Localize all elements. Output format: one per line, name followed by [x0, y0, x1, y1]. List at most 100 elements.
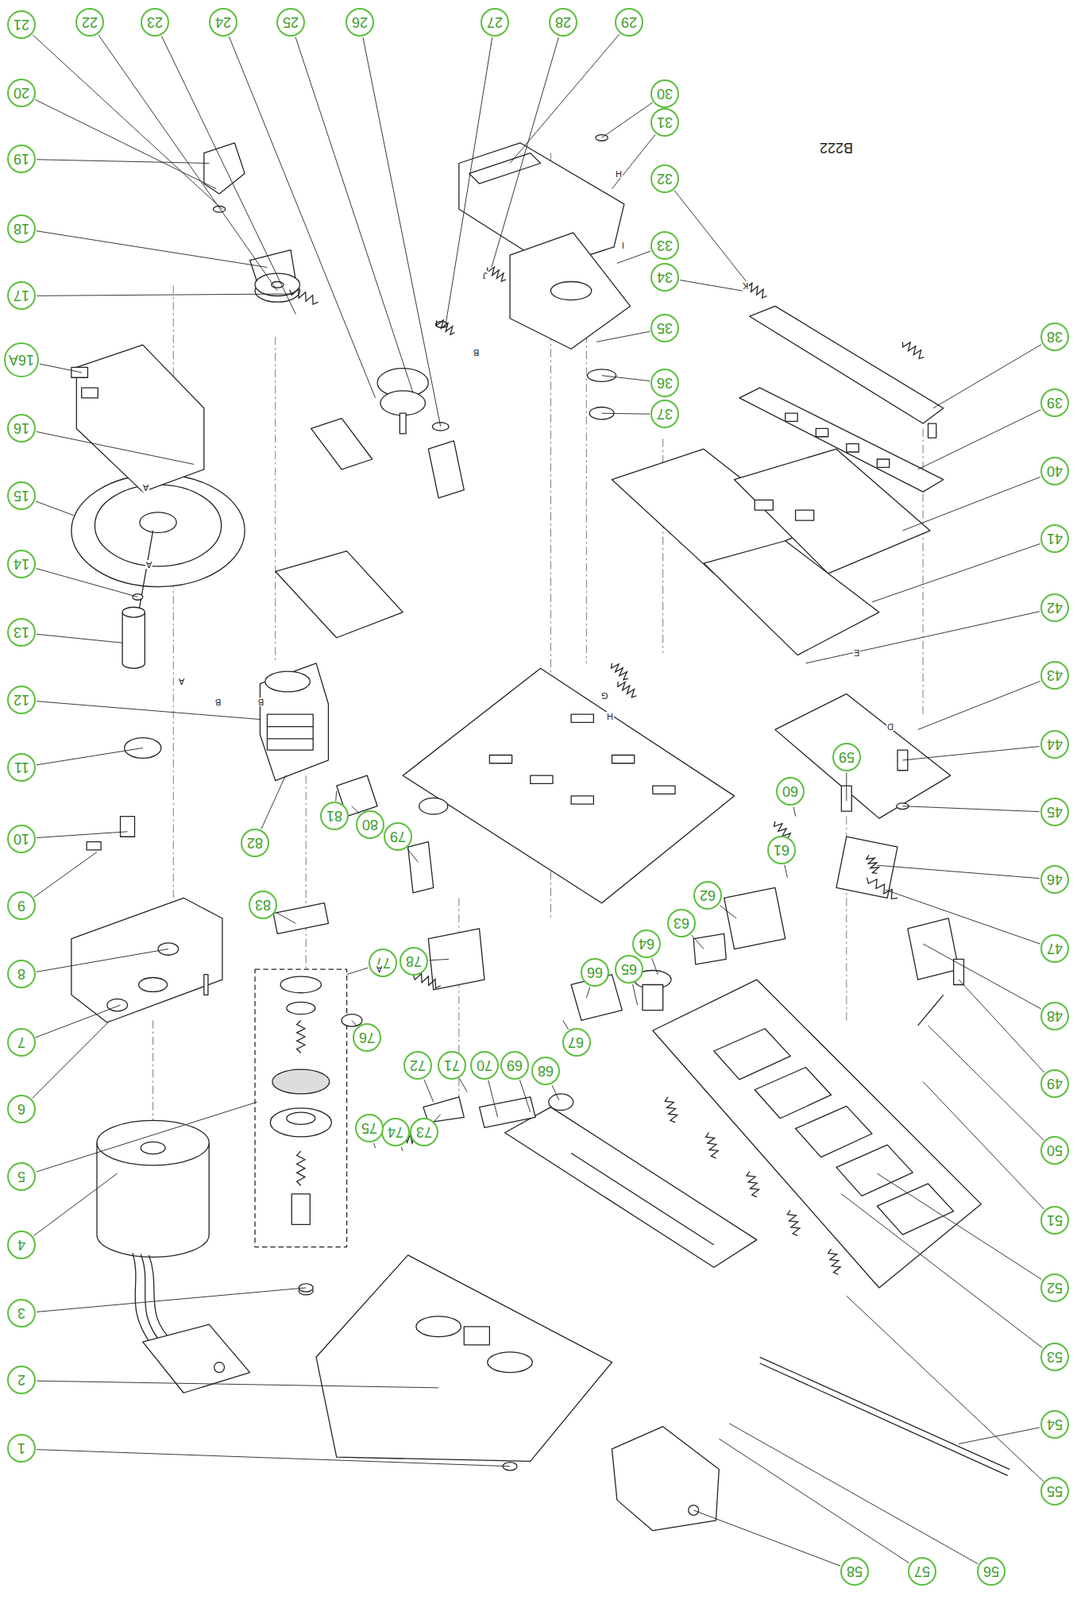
callout-number: 46: [1046, 872, 1063, 887]
callout-number: 38: [1046, 329, 1063, 344]
callout-circle: 53: [1040, 1342, 1070, 1371]
label-text: B222: [819, 140, 854, 155]
leader-line: [36, 949, 169, 973]
callout-number: 28: [555, 15, 572, 30]
callout-number: 83: [254, 897, 271, 912]
leader-line: [633, 984, 638, 1005]
callout-circle: 70: [470, 1050, 499, 1080]
leader-line: [36, 293, 294, 296]
leader-line: [885, 889, 1041, 944]
callout-number: 19: [13, 151, 30, 166]
label-text: A: [376, 964, 383, 973]
leader-line: [602, 102, 653, 138]
leader-line: [424, 1079, 434, 1102]
callout-number: 69: [506, 1057, 523, 1073]
callout-number: 15: [13, 488, 30, 503]
label-text: I: [621, 240, 625, 250]
leader-line: [434, 1114, 441, 1122]
leader-line: [491, 37, 559, 268]
callout-number: 58: [846, 1563, 863, 1579]
part-letter: A: [142, 482, 150, 492]
leader-line: [846, 1295, 1044, 1481]
callout-circle: 27: [480, 7, 510, 37]
callout-circle: 25: [276, 7, 305, 37]
leader-line: [36, 231, 267, 268]
leader-line: [374, 1142, 376, 1148]
callout-circle: 60: [775, 776, 805, 806]
callout-number: 73: [416, 1124, 433, 1139]
spring-symbol: [413, 972, 441, 988]
leader-line: [488, 1080, 498, 1118]
callout-circle: 68: [531, 1056, 560, 1085]
callout-circle: 1: [7, 1433, 36, 1463]
leader-line: [335, 790, 337, 801]
callout-number: 44: [1046, 737, 1063, 752]
callout-number: 24: [215, 15, 232, 30]
leader-line: [958, 1427, 1040, 1444]
callout-number: 67: [567, 1034, 584, 1050]
leader-line: [691, 934, 705, 950]
callout-number: 61: [773, 842, 790, 857]
leader-line: [922, 1081, 1044, 1210]
part-letter: H: [614, 169, 623, 178]
leader-line: [674, 190, 750, 286]
callout-circle: 22: [75, 7, 105, 37]
callout-circle: 47: [1040, 934, 1070, 963]
callout-number: 34: [656, 270, 673, 285]
callout-circle: 79: [383, 822, 413, 851]
label-text: A: [178, 676, 185, 686]
callout-circle: 26: [345, 7, 375, 37]
leader-line: [602, 375, 650, 382]
part-letter: A: [145, 559, 153, 569]
callout-number: 62: [699, 887, 716, 903]
leader-line: [876, 864, 1039, 878]
callout-number: 75: [361, 1120, 378, 1135]
callout-number: 35: [656, 320, 673, 336]
leader-line: [98, 34, 278, 291]
spring-symbol: [297, 1019, 305, 1053]
leader-line: [36, 431, 194, 464]
callout-circle: 40: [1040, 456, 1070, 486]
callout-circle: 33: [650, 231, 680, 260]
label-text: H: [615, 169, 622, 178]
callout-circle: 56: [976, 1556, 1006, 1586]
spring-symbol: [289, 289, 319, 305]
callout-circle: 50: [1040, 1135, 1070, 1165]
callout-circle: 28: [548, 7, 578, 37]
callout-circle: 6: [7, 1094, 36, 1124]
callout-number: 40: [1046, 463, 1063, 479]
part-letter: B: [214, 697, 222, 707]
leader-line: [347, 967, 369, 974]
callout-circle: 30: [650, 79, 680, 109]
callout-number: 78: [405, 953, 422, 969]
callout-circle: 4: [7, 1230, 36, 1259]
leader-line: [36, 159, 209, 164]
drawing-code: B222: [818, 140, 854, 155]
callout-circle: 71: [437, 1050, 467, 1080]
callout-circle: 49: [1040, 1069, 1070, 1098]
callout-circle: 46: [1040, 864, 1070, 894]
callout-number: 79: [389, 829, 406, 844]
spring-symbol: [866, 854, 880, 873]
callout-number: 51: [1046, 1212, 1063, 1228]
callout-number: 71: [443, 1057, 460, 1073]
leader-line: [958, 979, 1045, 1073]
leader-line: [519, 1079, 530, 1112]
callout-circle: 63: [667, 908, 696, 938]
callout-circle: 54: [1040, 1409, 1070, 1439]
callout-circle: 24: [208, 7, 238, 37]
leader-line: [36, 568, 139, 598]
callout-number: 56: [983, 1563, 1000, 1579]
spring-symbol: [902, 341, 924, 359]
leader-line: [928, 1025, 1045, 1140]
leader-line: [276, 912, 296, 924]
callout-number: 37: [656, 406, 673, 421]
label-text: D: [887, 721, 894, 731]
leader-line: [563, 1019, 569, 1030]
leader-line: [918, 409, 1042, 470]
callout-number: 81: [326, 808, 343, 823]
callout-circle: 5: [7, 1161, 36, 1191]
label-text: B: [473, 347, 479, 357]
part-letter: B: [472, 347, 480, 357]
